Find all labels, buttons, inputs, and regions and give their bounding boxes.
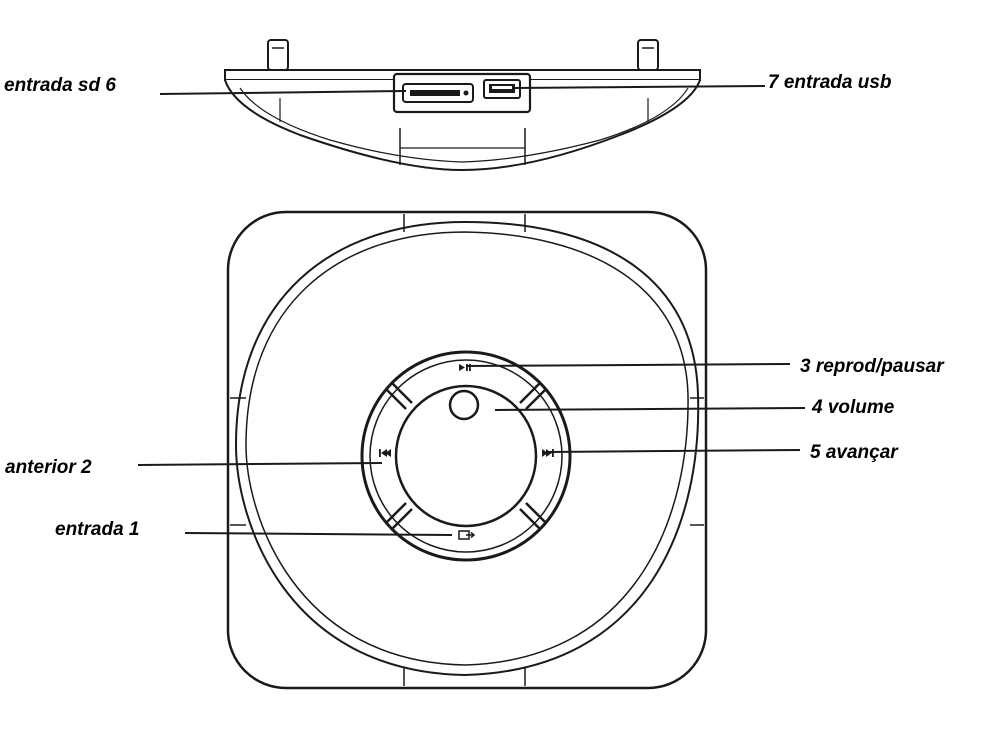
usb-port-leader <box>512 85 766 89</box>
right-peg <box>637 39 659 71</box>
ring-separators <box>385 382 547 530</box>
volume-leader <box>494 407 806 411</box>
usb-port-label: 7 entrada usb <box>768 72 892 93</box>
usb-port <box>483 79 521 99</box>
callout-lines <box>137 85 806 536</box>
sd-slot-label: entrada sd 6 <box>4 75 116 96</box>
input-label: entrada 1 <box>55 519 139 540</box>
previous-label: anterior 2 <box>5 457 92 478</box>
sd-slot-leader <box>159 90 407 95</box>
next-label: 5 avançar <box>810 442 899 463</box>
input-leader <box>184 532 453 536</box>
control-ring <box>360 350 572 562</box>
device-front-view <box>226 210 708 690</box>
play-pause-button[interactable] <box>459 364 471 371</box>
play-pause-icon <box>459 364 471 371</box>
previous-icon <box>379 449 391 457</box>
left-peg <box>267 39 289 71</box>
device-top-view <box>224 39 701 172</box>
inner-dome <box>234 220 700 677</box>
sd-slot <box>402 83 474 103</box>
play-pause-leader <box>465 363 791 367</box>
volume-label: 4 volume <box>811 397 895 418</box>
previous-leader <box>137 462 383 466</box>
next-button[interactable] <box>542 449 554 457</box>
previous-button[interactable] <box>379 449 391 457</box>
volume-knob-dot <box>448 389 480 421</box>
next-leader <box>547 449 801 453</box>
input-button[interactable] <box>458 530 476 540</box>
play-pause-label: 3 reprod/pausar <box>800 356 945 377</box>
volume-knob[interactable] <box>397 387 535 525</box>
input-icon <box>458 530 476 540</box>
next-icon <box>542 449 554 457</box>
curved-body <box>224 79 701 172</box>
